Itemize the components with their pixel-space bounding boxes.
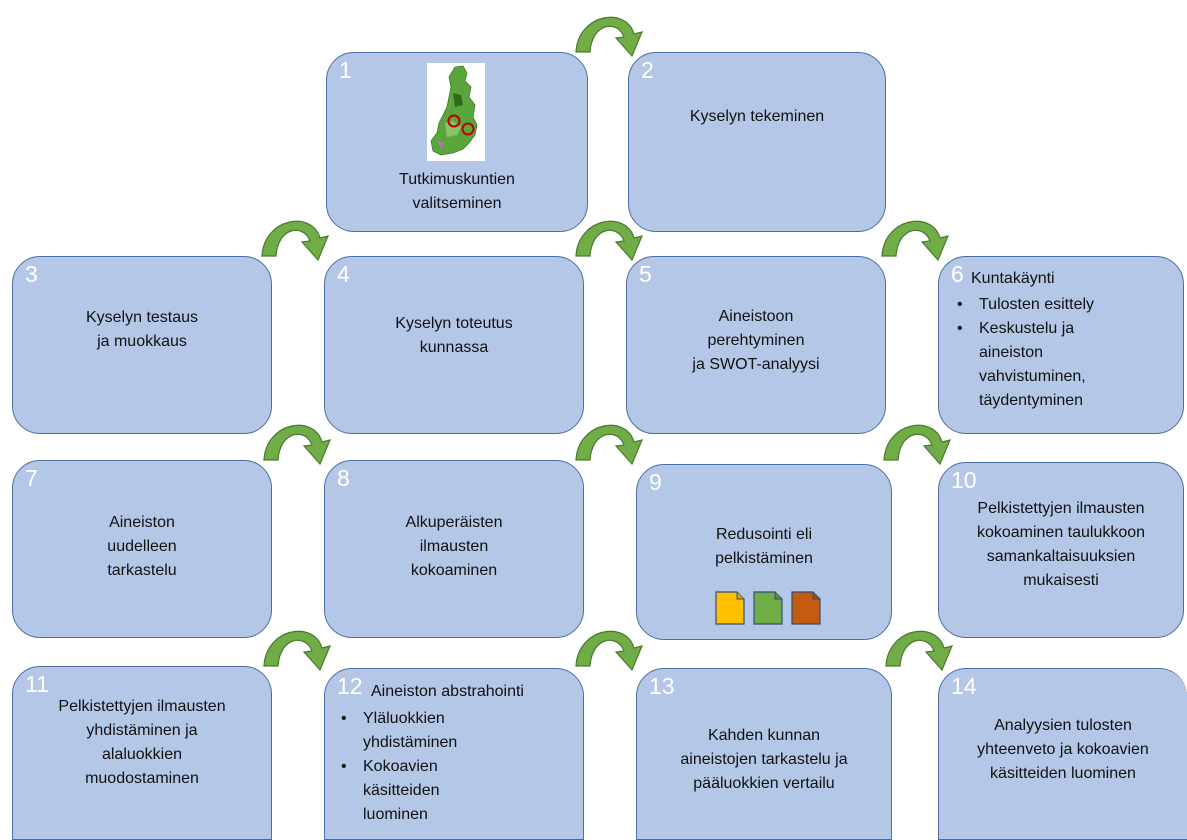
step-label: Kahden kunnan aineistojen tarkastelu ja … [680,727,848,792]
step-label: Kyselyn toteutus kunnassa [395,315,513,356]
step-number: 3 [25,261,38,287]
step-12-box: 12 Aineiston abstrahointi Yläluokkien yh… [324,668,584,840]
bullet-item: Kokoavien käsitteiden luominen [337,755,575,827]
curved-arrow-icon [263,630,332,672]
step-number: 8 [337,465,350,491]
step-label: Kyselyn tekeminen [689,108,825,125]
step-label: Aineistoon perehtyminen ja SWOT-analyysi [692,308,820,373]
step-number: 9 [649,469,662,495]
curved-arrow-icon [575,16,644,58]
step-bullet-list: Yläluokkien yhdistäminen Kokoavien käsit… [337,707,575,827]
curved-arrow-icon [881,220,950,262]
step-label: Analyysien tulosten yhteenveto ja kokoav… [977,717,1149,782]
step-7-box: 7 Aineiston uudelleen tarkastelu [12,460,272,638]
step-13-box: 13 Kahden kunnan aineistojen tarkastelu … [636,668,892,840]
step-4-box: 4 Kyselyn toteutus kunnassa [324,256,584,434]
curved-arrow-icon [575,424,644,466]
step-number: 6 [951,261,964,287]
step-number: 5 [639,261,652,287]
step-title: Aineiston abstrahointi [371,683,524,700]
step-number: 11 [25,671,49,697]
step-label: Redusointi eli pelkistäminen [715,526,813,567]
step-label: Alkuperäisten ilmausten kokoaminen [405,514,503,579]
step-number: 10 [951,467,977,493]
step-number: 4 [337,261,350,287]
green-document-icon [753,591,783,625]
bullet-item: Tulosten esittely [953,293,1175,317]
step-14-box: 14 Analyysien tulosten yhteenveto ja kok… [938,668,1187,840]
step-8-box: 8 Alkuperäisten ilmausten kokoaminen [324,460,584,638]
step-title: Kuntakäynti [971,270,1055,287]
step-6-box: 6 Kuntakäynti Tulosten esittely Keskuste… [938,256,1184,434]
bullet-item: Yläluokkien yhdistäminen [337,707,575,755]
step-label: Tutkimuskuntien valitseminen [399,171,515,212]
step-label: Pelkistettyjen ilmausten kokoaminen taul… [976,500,1146,589]
curved-arrow-icon [575,630,644,672]
step-number: 2 [641,57,654,83]
step-label: Kyselyn testaus ja muokkaus [85,309,199,350]
step-number: 14 [951,673,977,699]
step-5-box: 5 Aineistoon perehtyminen ja SWOT-analyy… [626,256,886,434]
step-2-box: 2 Kyselyn tekeminen [628,52,886,232]
step-10-box: 10 Pelkistettyjen ilmausten kokoaminen t… [938,462,1184,638]
bullet-item: Keskustelu ja aineiston vahvistuminen, t… [953,317,1175,413]
curved-arrow-icon [263,424,332,466]
curved-arrow-icon [261,220,330,262]
step-3-box: 3 Kyselyn testaus ja muokkaus [12,256,272,434]
step-number: 13 [649,673,675,699]
orange-document-icon [791,591,821,625]
curved-arrow-icon [883,424,952,466]
step-number: 12 [337,673,363,699]
step-number: 1 [339,57,352,83]
step-bullet-list: Tulosten esittely Keskustelu ja aineisto… [953,293,1175,413]
curved-arrow-icon [885,630,954,672]
step-1-box: 1 Tutkimuskuntien valitseminen [326,52,588,232]
step-label: Aineiston uudelleen tarkastelu [107,514,177,579]
step-label: Pelkistettyjen ilmausten yhdistäminen ja… [58,698,226,787]
finland-map-icon [427,63,485,161]
yellow-document-icon [715,591,745,625]
step-9-box: 9 Redusointi eli pelkistäminen [636,464,892,640]
step-number: 7 [25,465,38,491]
curved-arrow-icon [575,220,644,262]
step-11-box: 11 Pelkistettyjen ilmausten yhdistäminen… [12,666,272,840]
